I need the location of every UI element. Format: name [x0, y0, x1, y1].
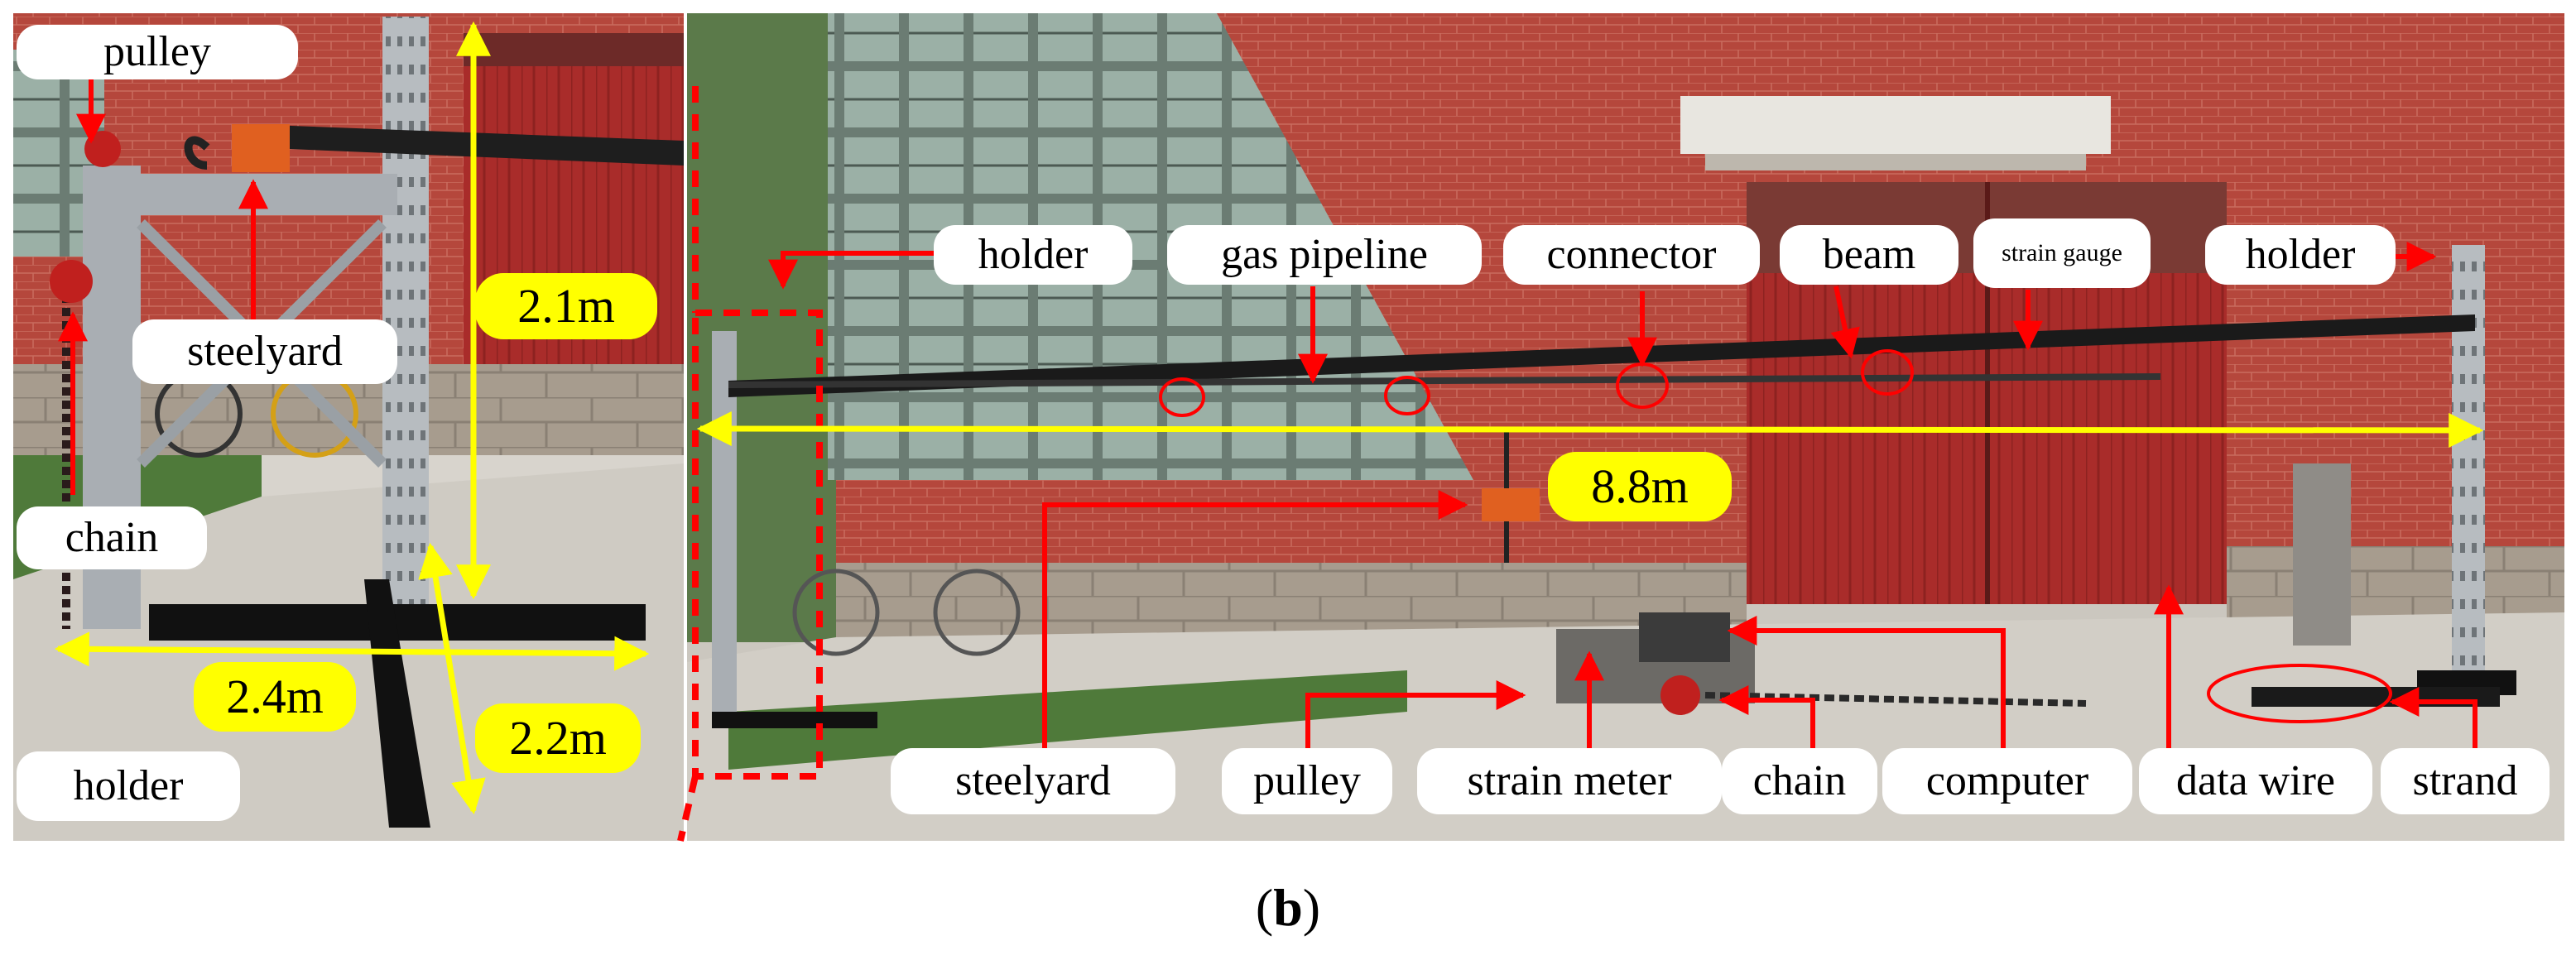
dimension-depth: 2.2m — [475, 703, 641, 773]
label-computer: computer — [1882, 748, 2132, 814]
holder-highlight-box — [677, 86, 823, 842]
label-beam: beam — [1780, 225, 1958, 285]
dimension-height: 2.1m — [475, 273, 657, 339]
label-chain-right: chain — [1722, 748, 1877, 814]
label-connector: connector — [1503, 225, 1760, 285]
dimension-width: 2.4m — [194, 662, 356, 732]
label-steelyard-left: steelyard — [132, 319, 397, 384]
label-pulley-right: pulley — [1222, 748, 1392, 814]
label-pulley-left: pulley — [17, 25, 298, 79]
label-strain-gauge: strain gauge — [1973, 218, 2151, 288]
caption-letter: b — [1273, 878, 1303, 937]
pointer-arrows — [58, 79, 2477, 753]
panel-caption: (b) — [0, 881, 2576, 934]
label-holder-far-right: holder — [2205, 225, 2396, 285]
dimension-span: 8.8m — [1548, 452, 1732, 521]
label-gas-pipeline: gas pipeline — [1167, 225, 1482, 285]
label-holder-right-panel: holder — [934, 225, 1132, 285]
label-data-wire: data wire — [2139, 748, 2372, 814]
label-chain-left: chain — [17, 506, 207, 569]
dimension-arrows — [54, 21, 2484, 815]
caption-close-paren: ) — [1302, 878, 1321, 937]
label-strand: strand — [2381, 748, 2550, 814]
label-steelyard-right: steelyard — [891, 748, 1175, 814]
label-strain-meter: strain meter — [1417, 748, 1722, 814]
label-holder-left: holder — [17, 751, 240, 821]
caption-open-paren: ( — [1255, 878, 1274, 937]
